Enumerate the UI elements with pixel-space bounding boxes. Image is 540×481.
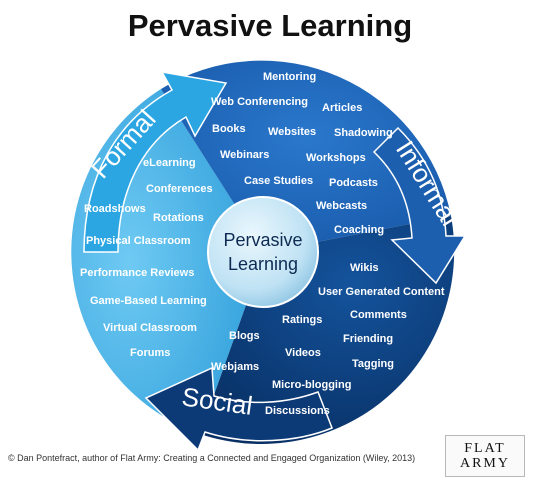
formal-item: Physical Classroom bbox=[86, 235, 191, 247]
informal-item: Mentoring bbox=[263, 71, 316, 83]
social-item: Ratings bbox=[282, 314, 322, 326]
informal-item: Web Conferencing bbox=[211, 96, 308, 108]
social-item: Tagging bbox=[352, 358, 394, 370]
informal-item: Articles bbox=[322, 102, 362, 114]
social-item: Wikis bbox=[350, 262, 379, 274]
informal-item: Webcasts bbox=[316, 200, 367, 212]
social-item: User Generated Content bbox=[318, 286, 445, 298]
informal-item: Podcasts bbox=[329, 177, 378, 189]
informal-segment bbox=[161, 60, 451, 252]
social-item: Webjams bbox=[211, 361, 259, 373]
formal-item: Roadshows bbox=[84, 203, 146, 215]
social-item: Micro-blogging bbox=[272, 379, 351, 391]
informal-item: Coaching bbox=[334, 224, 384, 236]
informal-item: Webinars bbox=[220, 149, 269, 161]
formal-item: eLearning bbox=[143, 157, 196, 169]
informal-item: Workshops bbox=[306, 152, 366, 164]
informal-item: Books bbox=[212, 123, 246, 135]
social-item: Videos bbox=[285, 347, 321, 359]
formal-item: Rotations bbox=[153, 212, 204, 224]
social-item: Comments bbox=[350, 309, 407, 321]
informal-item: Shadowing bbox=[334, 127, 393, 139]
informal-arrow bbox=[372, 126, 467, 285]
formal-item: Game-Based Learning bbox=[90, 295, 207, 307]
logo-line1: FLAT bbox=[464, 441, 506, 456]
social-item: Discussions bbox=[265, 405, 330, 417]
informal-item: Case Studies bbox=[244, 175, 313, 187]
informal-item: Websites bbox=[268, 126, 316, 138]
center-line1: Pervasive bbox=[223, 230, 302, 250]
social-arrow bbox=[144, 366, 333, 452]
formal-item: Performance Reviews bbox=[80, 267, 194, 279]
formal-item: Forums bbox=[130, 347, 170, 359]
formal-item: Conferences bbox=[146, 183, 213, 195]
formal-item: Virtual Classroom bbox=[103, 322, 197, 334]
logo-line2: ARMY bbox=[459, 456, 510, 471]
flat-army-logo: FLAT ARMY bbox=[445, 435, 525, 477]
copyright-credit: © Dan Pontefract, author of Flat Army: C… bbox=[8, 453, 416, 463]
formal-arrow bbox=[83, 70, 228, 253]
center-circle bbox=[207, 196, 319, 308]
page-title: Pervasive Learning bbox=[127, 8, 413, 43]
center-line2: Learning bbox=[228, 254, 298, 274]
social-item: Friending bbox=[343, 333, 393, 345]
social-item: Blogs bbox=[229, 330, 260, 342]
